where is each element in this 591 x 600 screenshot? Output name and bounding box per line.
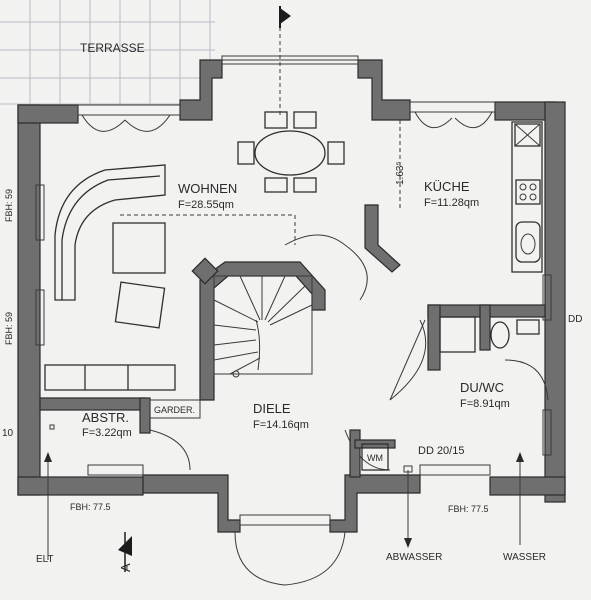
section-label: A xyxy=(118,563,133,572)
north-arrow-icon xyxy=(279,6,291,28)
pipe-markers xyxy=(44,424,524,560)
terrace-grid xyxy=(0,0,215,105)
fbh-side-top-label: FBH: 59 xyxy=(4,189,14,222)
duwc-label: DU/WC xyxy=(460,380,504,395)
fbh-right-label: FBH: 77.5 xyxy=(448,504,489,514)
labels: TERRASSE WOHNEN F=28.55qm KÜCHE F=11.28q… xyxy=(2,41,582,572)
fbh-left-label: FBH: 77.5 xyxy=(70,502,111,512)
door-swings xyxy=(81,111,549,586)
abstr-area: F=3.22qm xyxy=(82,427,132,439)
wohnen-area: F=28.55qm xyxy=(178,199,234,211)
dashed-lines xyxy=(120,20,401,245)
diele-label: DIELE xyxy=(253,401,291,416)
dd-right-label: DD xyxy=(568,314,582,325)
wohnen-label: WOHNEN xyxy=(178,181,237,196)
kueche-label: KÜCHE xyxy=(424,179,470,194)
duwc-area: F=8.91qm xyxy=(460,398,510,410)
bath-fittings xyxy=(361,316,540,471)
dd-bottom-label: DD 20/15 xyxy=(418,445,464,457)
staircase xyxy=(213,275,313,378)
diele-area: F=14.16qm xyxy=(253,419,309,431)
windows xyxy=(35,55,552,526)
interior-walls xyxy=(39,204,546,478)
kueche-area: F=11.28qm xyxy=(424,197,479,209)
living-furniture xyxy=(44,164,176,391)
wasser-label: WASSER xyxy=(503,552,546,563)
terrasse-label: TERRASSE xyxy=(80,41,145,55)
wm-label: WM xyxy=(367,453,383,463)
elt-label: ELT xyxy=(36,554,54,565)
vertical-dimension: 1.63⁵ xyxy=(395,161,406,185)
kitchen-fittings xyxy=(511,121,543,273)
abwasser-label: ABWASSER xyxy=(386,552,442,563)
fbh-side-mid-label: FBH: 59 xyxy=(4,312,14,345)
dining-table xyxy=(237,111,345,193)
edge-number-label: 10 xyxy=(2,428,14,439)
section-marker-icon xyxy=(118,532,132,572)
abstr-label: ABSTR. xyxy=(82,410,129,425)
garder-label: GARDER. xyxy=(154,405,195,415)
